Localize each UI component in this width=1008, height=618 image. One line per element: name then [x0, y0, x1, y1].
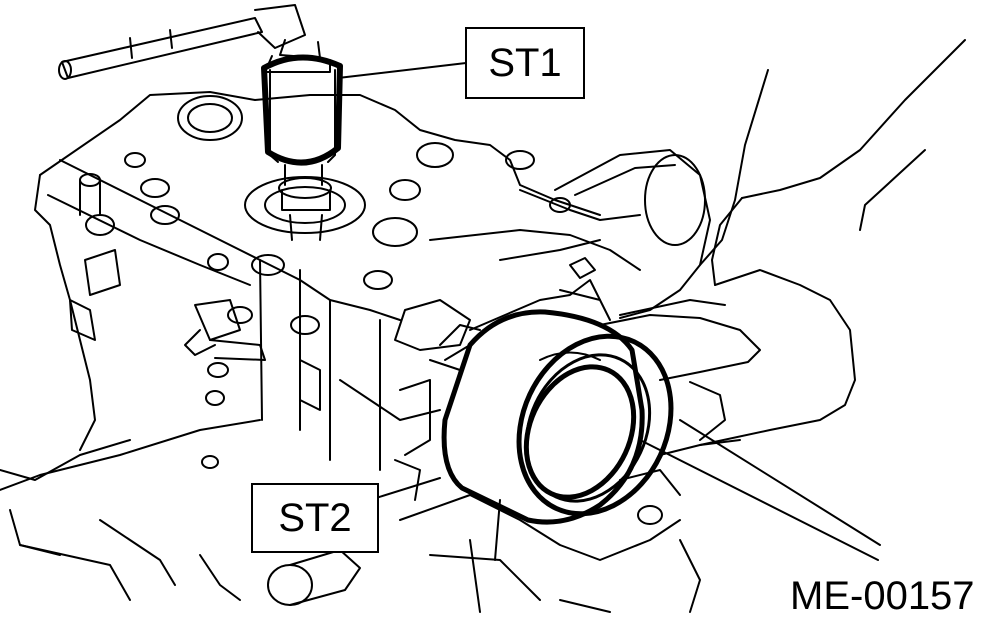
hand-illustration — [599, 39, 966, 456]
st1-socket-highlight — [261, 54, 343, 166]
callout-st2: ST2 — [251, 483, 379, 553]
extension-rod-line — [639, 419, 881, 561]
pump-housing — [439, 149, 711, 361]
st2-leader-line — [375, 477, 441, 499]
engine-block — [0, 91, 701, 613]
callout-st1: ST1 — [465, 27, 585, 99]
figure-code-label: ME-00157 — [790, 574, 975, 618]
breaker-bar-tool — [58, 4, 366, 241]
st2-seal-installer — [441, 309, 674, 525]
st1-leader-line — [337, 62, 467, 79]
